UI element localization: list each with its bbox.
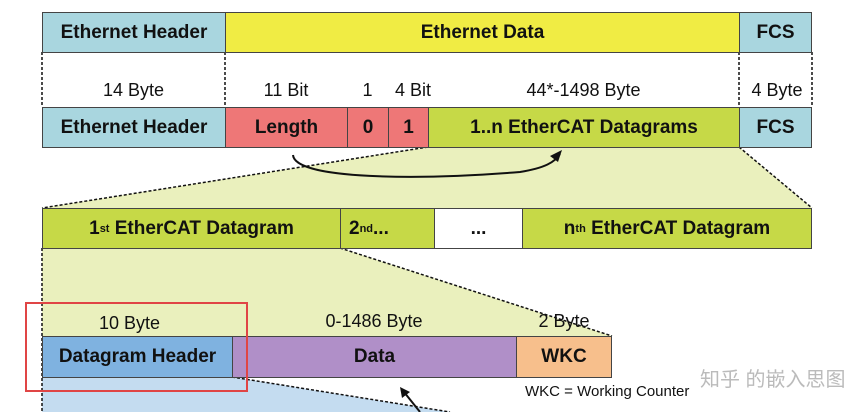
size-fcs: 4 Byte <box>751 80 803 100</box>
type-cell: 1 <box>388 107 429 148</box>
fcs-cell-2: FCS <box>739 107 812 148</box>
watermark: 知乎 的嵌入思图 <box>700 369 846 391</box>
data-cell: Data <box>232 336 517 378</box>
size-type: 4 Bit <box>394 80 432 100</box>
ethernet-data-cell: Ethernet Data <box>225 12 740 53</box>
datagram-header-cell: Datagram Header <box>42 336 233 378</box>
ethernet-header-cell-2: Ethernet Header <box>42 107 226 148</box>
size-length: 11 Bit <box>263 80 309 100</box>
datagrams-cell: 1..n EtherCAT Datagrams <box>428 107 740 148</box>
size-header: 14 Byte <box>102 80 165 100</box>
fcs-cell: FCS <box>739 12 812 53</box>
length-cell: Length <box>225 107 348 148</box>
size-datagrams: 44*-1498 Byte <box>526 80 641 100</box>
highlight-box <box>25 302 248 392</box>
size-wkc: 2 Byte <box>538 311 590 331</box>
ellipsis-cell: ... <box>434 208 523 249</box>
wkc-cell: WKC <box>516 336 612 378</box>
size-datagram-header: 10 Byte <box>98 313 161 333</box>
wkc-legend: WKC = Working Counter <box>525 383 690 400</box>
ethernet-header-cell: Ethernet Header <box>42 12 226 53</box>
size-data: 0-1486 Byte <box>325 311 423 331</box>
size-reserved: 1 <box>362 80 373 100</box>
reserved-cell: 0 <box>347 107 389 148</box>
